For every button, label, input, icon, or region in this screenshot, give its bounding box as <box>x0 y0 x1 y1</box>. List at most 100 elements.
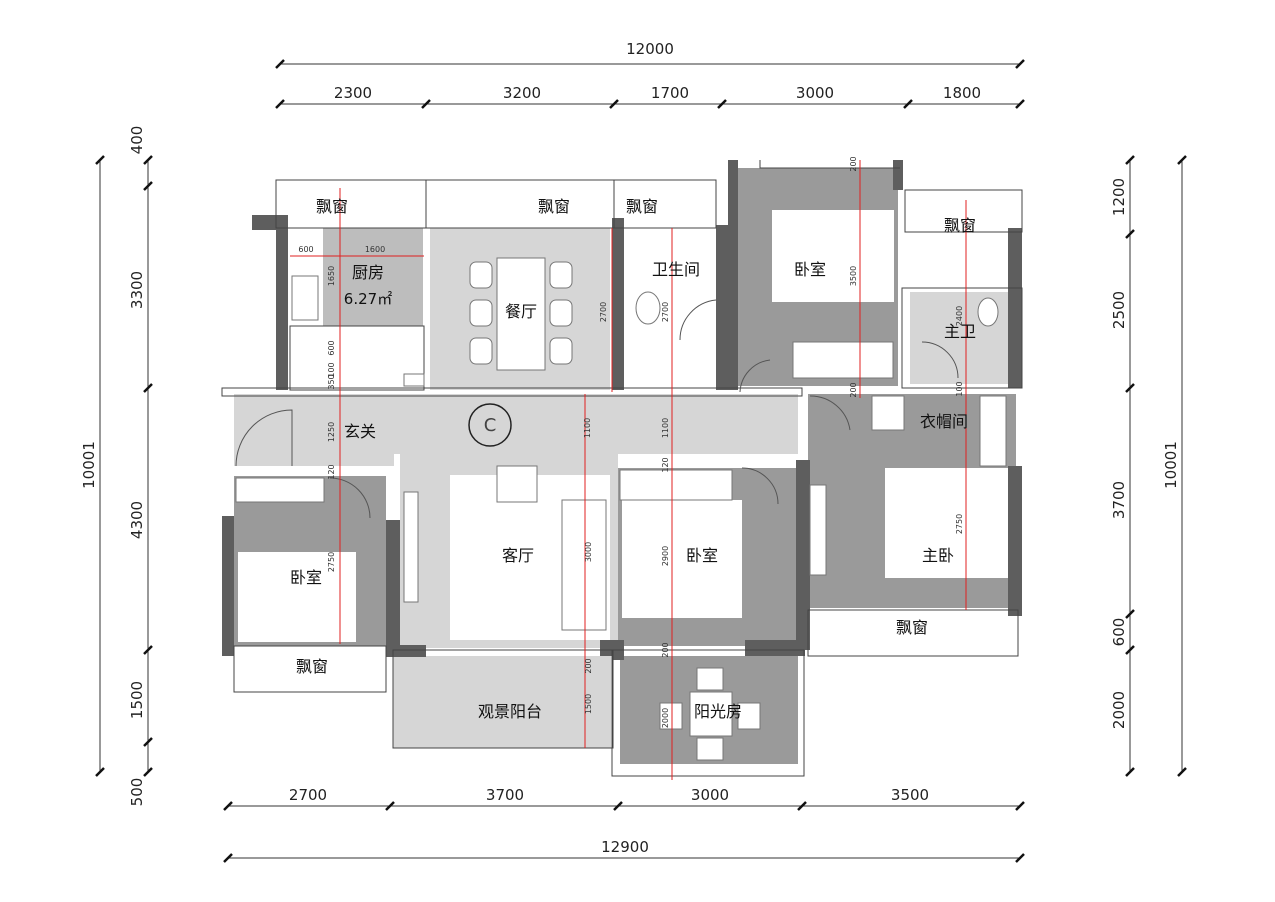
dim-top-3: 3000 <box>796 84 834 102</box>
toilet-master <box>977 297 999 327</box>
label-bay-window-dining: 飘窗 <box>538 197 570 216</box>
room-labels: 飘窗 飘窗 飘窗 飘窗 飘窗 飘窗 厨房 6.27㎡ 餐厅 卫生间 卧室 主卫 … <box>290 197 976 721</box>
label-living: 客厅 <box>502 546 534 565</box>
wall <box>252 215 276 230</box>
dim-left-1: 3300 <box>128 271 146 309</box>
wall <box>716 225 728 390</box>
dim-mb2400: 2400 <box>955 306 964 326</box>
wardrobe-ne <box>792 341 894 379</box>
tick <box>143 155 153 165</box>
sunroom-chair <box>696 667 724 691</box>
tv-cabinet <box>403 491 419 603</box>
label-bay-window-master-bath: 飘窗 <box>944 216 976 235</box>
wall <box>600 640 624 656</box>
tick <box>143 181 153 191</box>
wall <box>222 516 234 656</box>
wall <box>276 215 288 390</box>
chair <box>549 337 573 365</box>
compass-letter: C <box>484 415 497 436</box>
sink <box>291 275 319 321</box>
label-cloakroom: 衣帽间 <box>920 412 968 431</box>
dim-m2750: 2750 <box>955 514 964 534</box>
tick <box>609 99 619 109</box>
tick <box>1125 229 1135 239</box>
dining-table <box>496 257 546 371</box>
bay-window-w-outline <box>233 645 387 693</box>
dim-bottom-0: 2700 <box>289 786 327 804</box>
bed-mid <box>622 500 742 618</box>
walls <box>222 160 1022 660</box>
inner-dim-text: 600 1600 1650 600 350 2700 2700 3500 240… <box>298 156 964 728</box>
chair <box>549 299 573 327</box>
dim-w2750: 2750 <box>327 552 336 572</box>
dim-k1650: 1650 <box>327 266 336 286</box>
dim-s2000: 2000 <box>661 708 670 728</box>
dim-c1100b: 1100 <box>661 418 670 438</box>
floor-fills <box>234 168 1016 764</box>
tick <box>223 801 233 811</box>
label-bedroom-west: 卧室 <box>290 568 322 587</box>
dim-t100b: 100 <box>327 362 336 377</box>
dim-br3500: 3500 <box>849 266 858 286</box>
master-door <box>809 395 851 431</box>
sunroom-chair <box>737 702 761 730</box>
label-bedroom-ne: 卧室 <box>794 260 826 279</box>
dim-b2700: 2700 <box>661 302 670 322</box>
tick <box>275 99 285 109</box>
label-master-bedroom: 主卧 <box>922 546 954 565</box>
dim-k1600: 1600 <box>365 245 385 254</box>
foyer-floor <box>234 394 394 466</box>
tick <box>1015 99 1025 109</box>
label-sunroom: 阳光房 <box>694 702 742 721</box>
furniture <box>235 257 1007 761</box>
corridor-top-outline <box>221 387 803 397</box>
sunroom-chair <box>659 702 683 730</box>
tick <box>143 645 153 655</box>
label-dining: 餐厅 <box>505 302 537 321</box>
label-bay-window-kitchen: 飘窗 <box>316 197 348 216</box>
tick <box>1125 383 1135 393</box>
balcony-outline <box>392 649 614 749</box>
sofa <box>561 499 607 631</box>
doors <box>235 299 959 519</box>
dim-bottom-1: 3700 <box>486 786 524 804</box>
dim-top-4: 1800 <box>943 84 981 102</box>
chair <box>469 299 493 327</box>
dim-c1100a: 1100 <box>583 418 592 438</box>
bed-w <box>238 552 356 642</box>
bay-window-m-outline <box>807 609 1019 657</box>
tick <box>223 853 233 863</box>
dim-bottom-2: 3000 <box>691 786 729 804</box>
dim-top-1: 3200 <box>503 84 541 102</box>
tick <box>613 801 623 811</box>
red-dim-lines <box>290 160 967 780</box>
tick <box>1015 853 1025 863</box>
wall <box>386 520 400 656</box>
label-bay-window-master: 飘窗 <box>896 618 928 637</box>
tick <box>797 801 807 811</box>
dim-t200c: 200 <box>584 658 593 673</box>
tick <box>143 767 153 777</box>
label-master-bath: 主卫 <box>944 322 976 341</box>
sunroom-chair <box>696 737 724 761</box>
dim-t200d: 200 <box>661 642 670 657</box>
dim-top-total: 12000 <box>626 40 674 58</box>
bay-window-b-outline <box>613 179 717 229</box>
label-bay-window-bath: 飘窗 <box>626 197 658 216</box>
bath-door <box>679 299 717 341</box>
dim-left-4: 500 <box>128 778 146 807</box>
dim-bottom-total: 12900 <box>601 838 649 856</box>
wall <box>1008 466 1022 616</box>
master-bath-outline <box>901 287 1023 389</box>
dim-right-2: 3700 <box>1110 481 1128 519</box>
outer-dim-text: 12000 2300 3200 1700 3000 1800 2700 3700… <box>80 40 1180 856</box>
dim-ticks <box>95 59 1187 863</box>
label-bay-window-west: 飘窗 <box>296 657 328 676</box>
dim-t100a: 100 <box>955 381 964 396</box>
dim-left-3: 1500 <box>128 681 146 719</box>
dim-t120a: 120 <box>327 464 336 479</box>
wardrobe-mid <box>619 469 733 501</box>
dim-right-4: 2000 <box>1110 691 1128 729</box>
bedroom-mid-door <box>741 467 779 505</box>
